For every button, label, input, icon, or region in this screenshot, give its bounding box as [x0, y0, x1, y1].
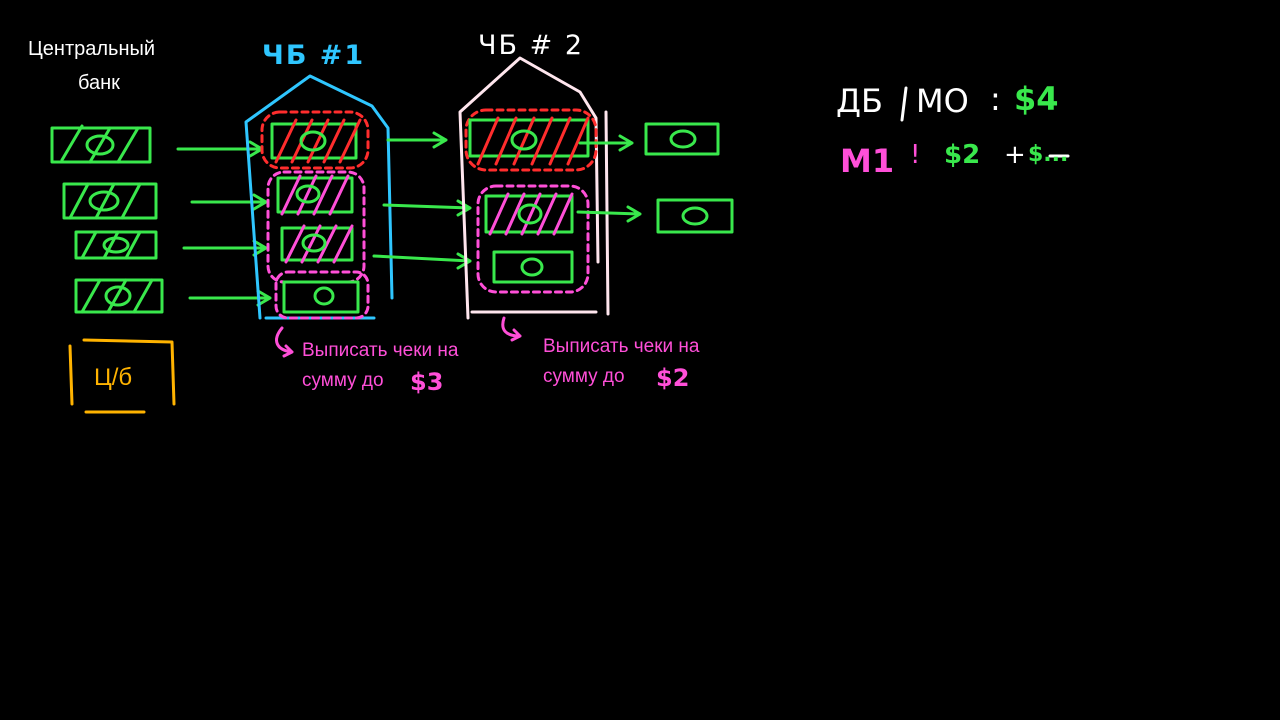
- bank1-note-amount: $3: [410, 368, 444, 396]
- arrow-8: [578, 134, 634, 152]
- bank2-note-line2: сумму до: [543, 366, 625, 387]
- bank1-note-hook: [275, 326, 294, 358]
- cb-bill-2: [62, 182, 158, 220]
- summary-strokes: [900, 86, 1070, 158]
- bank1-reserves: [260, 110, 370, 320]
- bank1-note-line1: Выписать чеки на: [302, 340, 459, 361]
- bank1-reserve-pink-1: [266, 170, 366, 284]
- summary-base-value: $4: [1014, 80, 1059, 118]
- next-bill-1: [644, 122, 720, 156]
- bank2-note-line1: Выписать чеки на: [543, 336, 700, 357]
- cb-box-label: Ц/б: [94, 364, 133, 391]
- summary-m1-colon: !: [910, 140, 921, 170]
- arrow-6: [382, 199, 472, 217]
- summary-base-label2: МО: [916, 82, 969, 120]
- arrow-4: [188, 289, 272, 307]
- arrow-5: [386, 131, 448, 149]
- summary-m1-value1: $2: [944, 140, 981, 170]
- cb-bill-4: [74, 278, 164, 314]
- bank2-reserve-red: [464, 108, 598, 172]
- arrow-3: [182, 239, 268, 257]
- bank2-reserve-pink: [476, 184, 590, 294]
- bank1-reserve-red: [260, 110, 370, 170]
- next-bank-bills: [644, 122, 734, 234]
- central-bank-title-line1: Центральный: [28, 38, 156, 60]
- cb-bill-1: [50, 124, 152, 164]
- summary-base-label: ДБ: [836, 82, 883, 120]
- central-bank-bills: [50, 124, 164, 314]
- summary-m1-label: M1: [840, 142, 895, 180]
- arrows-bank2-out: [576, 134, 642, 223]
- next-bill-2: [656, 198, 734, 234]
- bank1-label: ЧБ #1: [262, 40, 366, 71]
- arrow-7: [372, 252, 472, 270]
- summary-base-colon: :: [990, 80, 1001, 118]
- arrows-bank1-to-bank2: [372, 131, 472, 270]
- arrow-2: [190, 193, 268, 211]
- bank1-reserve-free: [274, 270, 370, 320]
- summary-m1-plus: +: [1004, 140, 1026, 170]
- bank1-note-line2: сумму до: [302, 370, 384, 391]
- bank2-reserves: [464, 108, 598, 294]
- note-hooks: [275, 316, 522, 358]
- bank2-note-amount: $2: [656, 364, 690, 392]
- arrow-9: [576, 205, 642, 223]
- bank2-label: ЧБ # 2: [478, 30, 584, 61]
- cb-bill-3: [74, 230, 158, 260]
- summary-m1-value2: $...: [1028, 142, 1069, 167]
- central-bank-title-line2: банк: [78, 72, 120, 94]
- bank2-note-hook: [501, 316, 522, 342]
- cb-box: [68, 338, 176, 414]
